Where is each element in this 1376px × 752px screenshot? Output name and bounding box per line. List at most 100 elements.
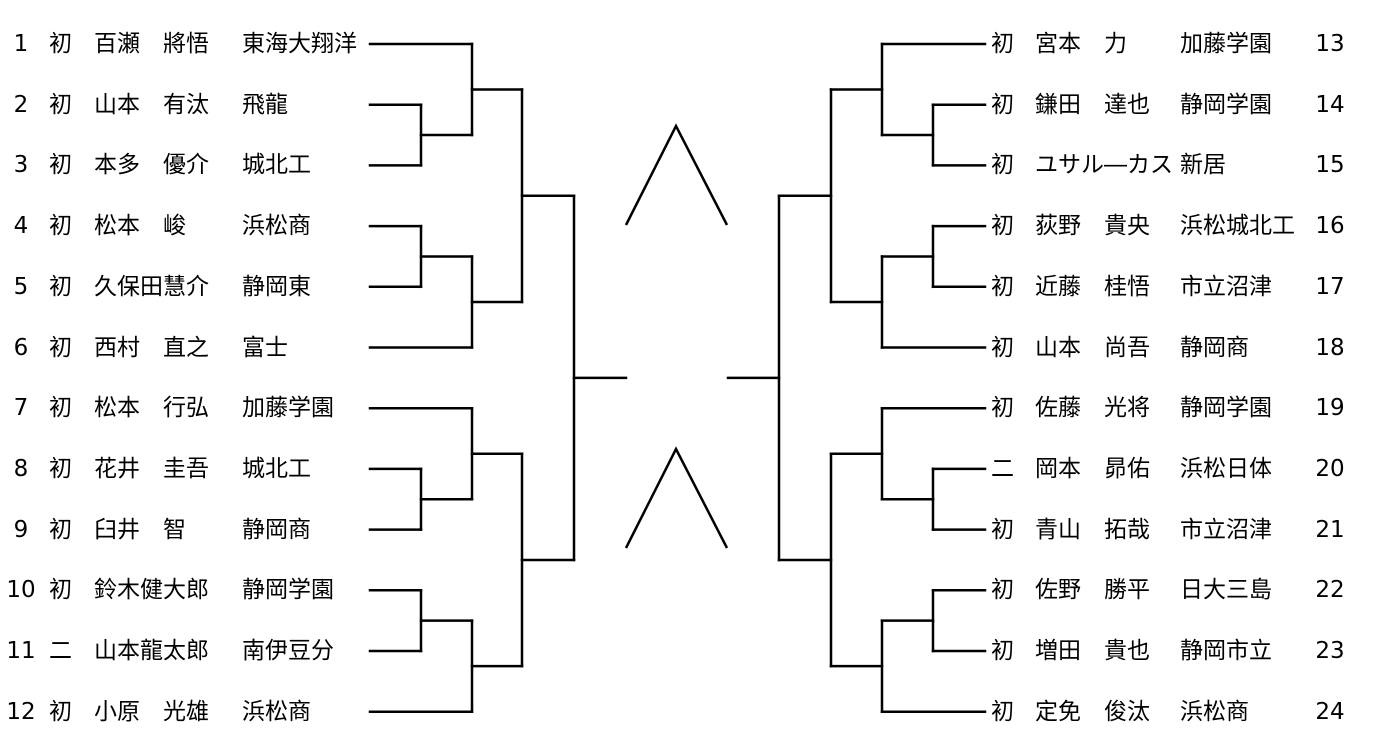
entry-number: 16 — [1315, 213, 1345, 240]
entry-number: 24 — [1315, 698, 1345, 725]
entry-school: 加藤学園 — [1180, 31, 1272, 57]
entry-name: 山本 尚吾 — [1035, 334, 1150, 361]
entry-rank: 初 — [49, 395, 72, 422]
entry-number: 21 — [1315, 516, 1345, 543]
entry-name: 鈴木健大郎 — [94, 577, 209, 604]
entry-school: 市立沼津 — [1180, 273, 1272, 300]
entry-number: 11 — [6, 638, 36, 664]
center-peak-top — [624, 123, 729, 226]
entry-name: 岡本 昴佑 — [1035, 455, 1150, 482]
entry-school: 静岡学園 — [1180, 395, 1272, 422]
entry-number: 17 — [1315, 273, 1345, 300]
entry-school: 富士 — [242, 334, 288, 361]
entry-name: 百瀬 將悟 — [94, 31, 209, 57]
entry-name: 松本 峻 — [94, 213, 186, 240]
entry-school: 城北工 — [242, 152, 311, 179]
entry-number: 2 — [13, 91, 29, 118]
entry-rank: 初 — [991, 31, 1014, 57]
entry-rank: 初 — [49, 152, 72, 179]
entry-number: 13 — [1315, 31, 1345, 57]
entry-name: 宮本 力 — [1035, 31, 1127, 57]
entry-school: 浜松城北工 — [1180, 213, 1295, 240]
entry-rank: 初 — [991, 273, 1014, 300]
entry-school: 市立沼津 — [1180, 516, 1272, 543]
entry-number: 6 — [13, 334, 29, 361]
entry-name: 本多 優介 — [94, 152, 209, 179]
entry-name: 山本龍太郎 — [94, 638, 209, 664]
entry-school: 飛龍 — [242, 91, 288, 118]
entry-school: 静岡商 — [242, 516, 311, 543]
entry-school: 新居 — [1180, 152, 1226, 179]
entry-name: 佐野 勝平 — [1035, 577, 1150, 604]
entry-rank: 初 — [49, 91, 72, 118]
entry-rank: 初 — [49, 31, 72, 57]
entry-number: 8 — [13, 455, 29, 482]
entry-rank: 初 — [49, 213, 72, 240]
entry-number: 23 — [1315, 638, 1345, 664]
entry-rank: 二 — [991, 455, 1014, 482]
entry-name: 荻野 貴央 — [1035, 213, 1150, 240]
entry-rank: 初 — [49, 455, 72, 482]
entry-school: 浜松商 — [242, 213, 311, 240]
entry-number: 22 — [1315, 577, 1345, 604]
entry-rank: 初 — [991, 638, 1014, 664]
entry-rank: 二 — [49, 638, 72, 664]
entry-rank: 初 — [49, 698, 72, 725]
entry-number: 7 — [13, 395, 29, 422]
entry-school: 浜松商 — [242, 698, 311, 725]
entry-school: 城北工 — [242, 455, 311, 482]
entry-number: 10 — [6, 577, 36, 604]
entry-name: 花井 圭吾 — [94, 455, 209, 482]
entry-rank: 初 — [991, 152, 1014, 179]
entry-school: 静岡学園 — [242, 577, 334, 604]
entry-rank: 初 — [49, 516, 72, 543]
center-peak-bottom — [624, 446, 729, 549]
entry-rank: 初 — [49, 334, 72, 361]
entry-name: 青山 拓哉 — [1035, 516, 1150, 543]
entry-number: 5 — [13, 273, 29, 300]
entry-name: 近藤 桂悟 — [1035, 273, 1150, 300]
entry-school: 加藤学園 — [242, 395, 334, 422]
entry-name: 増田 貴也 — [1035, 638, 1150, 664]
entry-name: 小原 光雄 — [94, 698, 209, 725]
entry-rank: 初 — [991, 91, 1014, 118]
entry-rank: 初 — [991, 213, 1014, 240]
entry-name: 久保田慧介 — [94, 273, 209, 300]
entry-number: 1 — [13, 31, 29, 57]
entry-school: 東海大翔洋 — [242, 31, 357, 57]
entry-school: 静岡東 — [242, 273, 311, 300]
entry-number: 20 — [1315, 455, 1345, 482]
entry-name: 松本 行弘 — [94, 395, 209, 422]
entry-rank: 初 — [991, 577, 1014, 604]
entry-number: 14 — [1315, 91, 1345, 118]
entry-number: 9 — [13, 516, 29, 543]
entry-name: 鎌田 達也 — [1035, 91, 1150, 118]
entry-name: 山本 有汰 — [94, 91, 209, 118]
entry-rank: 初 — [991, 516, 1014, 543]
entry-school: 浜松日体 — [1180, 455, 1272, 482]
entry-rank: 初 — [991, 334, 1014, 361]
entry-school: 南伊豆分 — [242, 638, 334, 664]
entry-rank: 初 — [49, 577, 72, 604]
entry-school: 日大三島 — [1180, 577, 1272, 604]
entry-school: 静岡商 — [1180, 334, 1249, 361]
entry-name: 西村 直之 — [94, 334, 209, 361]
entry-school: 静岡市立 — [1180, 638, 1272, 664]
entry-school: 静岡学園 — [1180, 91, 1272, 118]
entry-name: 定免 俊汰 — [1035, 698, 1150, 725]
entry-number: 12 — [6, 698, 36, 725]
entry-number: 4 — [13, 213, 29, 240]
entry-number: 15 — [1315, 152, 1345, 179]
entry-number: 3 — [13, 152, 29, 179]
entry-rank: 初 — [49, 273, 72, 300]
entry-school: 浜松商 — [1180, 698, 1249, 725]
entry-name: 臼井 智 — [94, 516, 186, 543]
entry-rank: 初 — [991, 395, 1014, 422]
entry-number: 18 — [1315, 334, 1345, 361]
entry-name: 佐藤 光将 — [1035, 395, 1150, 422]
entry-name: ユサル―カス — [1035, 152, 1173, 179]
entry-rank: 初 — [991, 698, 1014, 725]
entry-number: 19 — [1315, 395, 1345, 422]
